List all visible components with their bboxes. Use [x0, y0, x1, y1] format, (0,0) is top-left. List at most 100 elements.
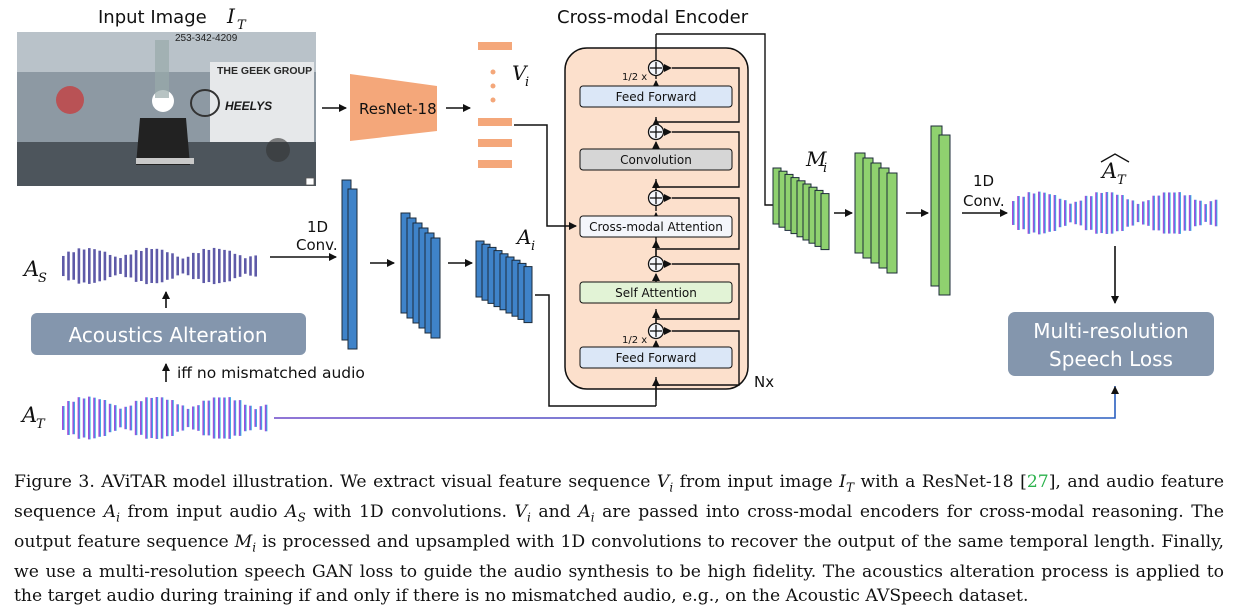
layer-plane [523, 266, 533, 324]
caption-math: V [656, 472, 670, 492]
waveform-bar [160, 249, 164, 283]
waveform-bar [264, 404, 268, 432]
waveform-bar [98, 250, 101, 282]
caption-citation-link[interactable]: 27 [1026, 472, 1049, 492]
photo-text-phone: 253-342-4209 [175, 33, 238, 44]
waveform-bar [197, 405, 200, 431]
target-audio-waveform [62, 396, 268, 440]
waveform-bar [1017, 196, 1020, 230]
caption-math: A [103, 501, 117, 522]
conv1-label-line2: Conv. [296, 236, 338, 254]
waveform-bar [77, 248, 81, 284]
audio-features-ai [475, 240, 533, 324]
waveform-bar [1022, 196, 1025, 230]
as-subscript: S [38, 271, 47, 286]
waveform-bar [1136, 203, 1140, 223]
mi-subscript: i [823, 161, 827, 176]
cross-modal-attention-label: Cross-modal Attention [589, 220, 723, 234]
waveform-bar [1043, 192, 1046, 234]
acoustics-alteration-label: Acoustics Alteration [68, 323, 267, 347]
waveform-bar [88, 396, 91, 440]
waveform-bar [1105, 192, 1109, 234]
waveform-bar [150, 397, 153, 439]
waveform-bar [114, 256, 117, 276]
caption-math: A [285, 501, 298, 522]
iff-label: iff no mismatched audio [177, 364, 365, 382]
adder-icon [647, 59, 665, 77]
waveform-bar [1209, 201, 1213, 225]
waveform-bar [176, 256, 179, 276]
resnet-block [350, 74, 437, 141]
waveform-bar [1084, 195, 1088, 231]
waveform-bar [207, 249, 211, 283]
waveform-bar [1032, 193, 1036, 233]
waveform-bar [1194, 199, 1197, 227]
caption-math: V [514, 501, 527, 522]
waveform-bar [166, 252, 169, 280]
cross-modal-attention-block [579, 215, 733, 238]
waveform-bar [1090, 196, 1093, 230]
waveform-bar [244, 404, 247, 432]
vi-subscript: i [525, 75, 529, 90]
waveform-bar [1173, 192, 1176, 234]
waveform-bar [124, 254, 127, 278]
feed-forward-top-block [579, 85, 733, 108]
layer-plane [430, 237, 441, 339]
waveform-bar [202, 400, 205, 436]
conv2-label-line2: Conv. [963, 192, 1005, 210]
waveform-bar [155, 248, 159, 284]
upsample-stack-2 [854, 152, 898, 274]
adder-icon [647, 123, 665, 141]
convolution-label: Convolution [620, 153, 692, 167]
waveform-bar [62, 406, 65, 430]
adder-icon [647, 322, 665, 340]
waveform-bar [145, 247, 148, 285]
model-diagram: Input Image I T 253-342-4209 THE GEEK GR… [17, 4, 1218, 440]
waveform-bar [197, 253, 200, 279]
arrow-ai-to-encoder [535, 294, 656, 407]
layer-plane [938, 134, 951, 296]
waveform-bar [72, 252, 75, 280]
resnet-label: ResNet-18 [359, 100, 437, 118]
caption-text: and [530, 501, 579, 522]
layer-plane [886, 172, 898, 274]
layer-plane [820, 193, 830, 251]
caption-math-sub: T [845, 480, 854, 495]
waveform-bar [140, 401, 143, 435]
caption-math-sub: i [116, 510, 120, 525]
caption-math-sub: i [590, 510, 595, 525]
waveform-bar [249, 256, 252, 276]
waveform-bar [1110, 192, 1114, 234]
self-attention-block [579, 281, 733, 304]
caption-text: with 1D convolutions. [305, 501, 515, 522]
waveform-bar [1121, 195, 1124, 231]
adder-icon [647, 255, 665, 273]
waveform-bar [1038, 191, 1041, 235]
nx-label: Nx [754, 373, 774, 391]
waveform-bar [150, 249, 153, 283]
half-bottom-label: 1/2 x [622, 335, 647, 346]
caption-text: is processed and upsampled with 1D convo… [14, 531, 1224, 607]
waveform-bar [160, 397, 164, 439]
waveform-bar [212, 397, 216, 439]
waveform-bar [1131, 200, 1135, 226]
waveform-bar [67, 401, 70, 435]
waveform-bar [1183, 195, 1187, 231]
input-image-label: Input Image [98, 7, 207, 28]
waveform-bar [103, 399, 107, 437]
waveform-bar [1012, 201, 1015, 225]
waveform-bar [233, 253, 237, 279]
waveform-bar [249, 405, 252, 431]
waveform-bar [254, 255, 257, 277]
source-audio-waveform [62, 247, 257, 285]
waveform-bar [1168, 192, 1171, 234]
arrow-target-to-loss [274, 386, 1116, 419]
vi-symbol: V [512, 61, 529, 85]
waveform-bar [254, 409, 257, 427]
waveform-bar [1142, 201, 1145, 225]
waveform-bar [62, 255, 65, 277]
waveform-bar [181, 405, 185, 431]
waveform-bar [93, 249, 96, 283]
waveform-bar [1152, 195, 1155, 231]
encoder-title: Cross-modal Encoder [557, 7, 749, 28]
